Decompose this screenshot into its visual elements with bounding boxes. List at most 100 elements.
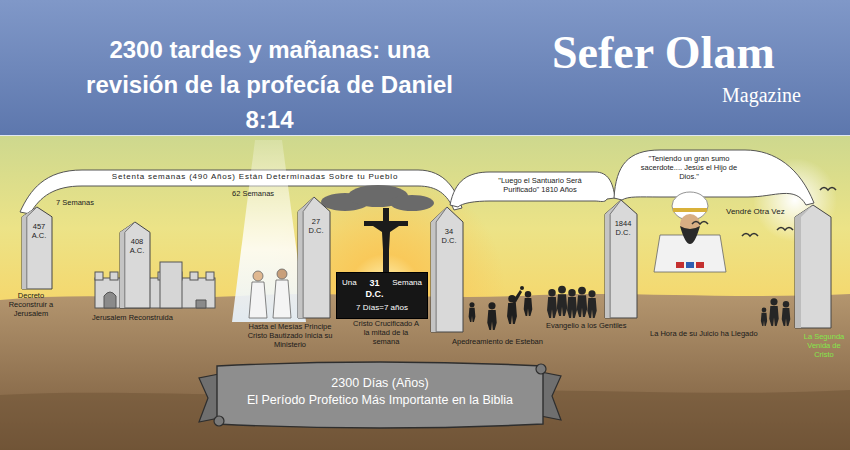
pillar-node: 34 D.C. — [431, 207, 463, 332]
span-label: 7 Semanas — [56, 199, 94, 208]
quote-label: Vendré Otra Vez — [726, 207, 785, 216]
obelisk-face — [298, 197, 330, 318]
week-text: 7 Días=7 años — [342, 303, 422, 313]
city-walls — [160, 262, 182, 308]
date-label: 27 D.C. — [304, 217, 328, 235]
logo-subword: Magazine — [722, 84, 801, 108]
obelisk-shape — [431, 207, 463, 332]
high-priest — [680, 226, 700, 244]
obelisk-pillar — [795, 205, 831, 328]
baptism-figures — [249, 282, 267, 318]
page-title: 2300 tardes y mañanas: una revisión de l… — [62, 32, 477, 137]
obelisk-side — [605, 200, 621, 318]
bracket-label: "Luego el Santuario Será Purificado" 181… — [484, 177, 596, 195]
obelisk-shape — [298, 197, 330, 318]
banner-text: El Período Profetico Más Importante en l… — [223, 392, 537, 409]
scroll-curl — [214, 416, 224, 426]
baptism-figures — [253, 271, 263, 281]
obelisk-edge — [303, 197, 314, 318]
week-row: Una 31 D.C. Semana — [342, 278, 422, 300]
high-priest — [673, 208, 707, 212]
pillar-node: 1844 D.C. — [605, 200, 637, 318]
dark-cloud — [321, 185, 434, 211]
date-label: 408 A.C. — [126, 237, 148, 255]
pillar-node: 27 D.C. — [298, 197, 330, 318]
obelisk-side — [120, 222, 135, 308]
obelisk-edge — [610, 200, 621, 318]
week-text: Semana — [392, 278, 422, 288]
bracket-label: "Teniendo un gran sumo sacerdote.... Jes… — [630, 155, 748, 182]
gentiles-group — [567, 289, 577, 318]
obelisk-face — [22, 207, 52, 289]
obelisk-shape — [605, 200, 637, 318]
obelisk-pillar — [795, 205, 813, 328]
angel-birds — [820, 188, 836, 191]
scroll-tail — [541, 372, 561, 420]
week-text: Una — [342, 278, 357, 288]
scroll-curl — [536, 364, 546, 374]
angel-birds — [692, 222, 708, 225]
stoning-figures — [469, 302, 476, 322]
event-caption: Hasta el Mesías Principe Cristo Bautizad… — [240, 323, 340, 350]
baptism-figures — [273, 280, 291, 318]
city-walls — [190, 272, 198, 280]
event-caption: Decreto Reconstruir a Jerusalem — [3, 292, 59, 319]
logo-word: Sefer Olam — [552, 26, 775, 80]
event-caption: Cristo Crucificado A la mitad de la sema… — [350, 320, 422, 347]
obelisk-face — [431, 207, 463, 332]
event-caption: Apedreamiento de Esteban — [452, 338, 543, 347]
event-caption: La Segunda Venida de Cristo — [802, 333, 846, 360]
obelisk-face — [120, 222, 150, 308]
high-priest — [686, 262, 694, 268]
obelisk-shape — [120, 222, 150, 308]
pillar-node: 457 A.C. — [22, 207, 52, 289]
bracket-band — [450, 172, 615, 207]
obelisk-pillar — [795, 205, 831, 328]
obelisk-side — [22, 207, 37, 289]
date-label: 1844 D.C. — [611, 219, 635, 237]
event-caption: Evangelio a los Gentiles — [546, 322, 626, 331]
gentiles-group — [577, 287, 587, 317]
scroll-banner: 2300 Días (Años)El Período Profetico Más… — [195, 358, 565, 432]
obelisk-face — [605, 200, 637, 318]
obelisk-edge — [436, 207, 447, 332]
family-silhouettes — [761, 308, 767, 326]
baptism-figures — [249, 269, 291, 318]
week-box: Una 31 D.C. Semana 7 Días=7 años — [336, 272, 428, 319]
event-caption: Jerusalem Reconstruida — [92, 314, 173, 323]
scroll-tail — [199, 374, 219, 422]
scroll-body — [217, 362, 543, 428]
city-walls — [95, 262, 215, 308]
pillar-content: 34 D.C. — [431, 207, 463, 245]
gentiles-group — [547, 286, 597, 318]
bracket-band — [614, 150, 814, 205]
stoning-figures — [524, 291, 533, 316]
city-walls — [95, 278, 215, 308]
angel-birds — [742, 234, 758, 237]
high-priest — [676, 262, 684, 268]
baptism-figures — [277, 269, 287, 279]
city-walls — [206, 272, 214, 280]
family-silhouettes — [769, 298, 778, 326]
event-caption: La Hora de su Juicio ha Llegado — [650, 330, 758, 339]
high-priest — [654, 192, 726, 272]
pillar-content: 27 D.C. — [298, 197, 330, 235]
city-walls — [110, 272, 118, 280]
crucifixion-cross — [370, 224, 402, 250]
stoning-figures — [520, 286, 524, 290]
stoning-figures — [512, 290, 522, 304]
span-label: 62 Semanas — [232, 190, 274, 199]
high-priest — [696, 262, 704, 268]
header-rule — [0, 135, 850, 136]
header-band — [0, 0, 850, 135]
crucifixion-cross — [364, 208, 408, 272]
obelisk-shape — [22, 207, 52, 289]
gentiles-group — [547, 289, 557, 318]
obelisk-side — [298, 197, 314, 318]
week-text: 31 D.C. — [365, 278, 383, 300]
city-walls — [104, 292, 116, 308]
family-silhouettes — [761, 298, 790, 326]
date-label: 457 A.C. — [28, 222, 50, 240]
pillar-content: 1844 D.C. — [605, 200, 637, 237]
pillar-content: 457 A.C. — [22, 207, 52, 240]
